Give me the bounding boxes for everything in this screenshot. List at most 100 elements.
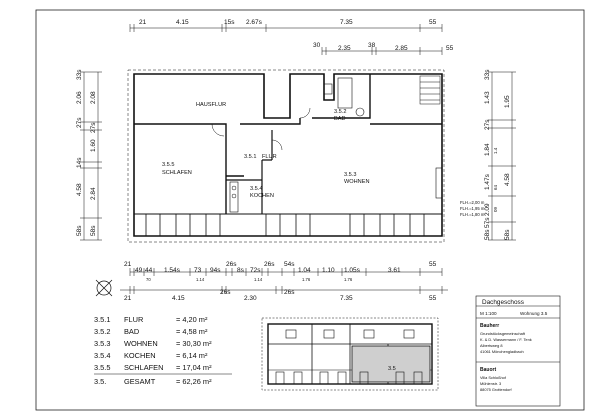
dim-bot2-4: 26s bbox=[284, 289, 295, 296]
legend-value-3: = 6,14 m² bbox=[176, 351, 208, 360]
dim-bot1-14: 3.61 bbox=[388, 267, 401, 274]
dim-right-c: 1.95 bbox=[504, 95, 511, 108]
dim-right-h: 1.47s bbox=[484, 173, 491, 190]
legend-value-5: = 62,26 m² bbox=[176, 377, 212, 386]
bauort-line-0: Villa Schloßhof bbox=[480, 375, 507, 380]
dim-right-m: 58s bbox=[484, 229, 491, 240]
key-plan bbox=[261, 317, 439, 391]
dim-bot1-6: 26s bbox=[226, 261, 237, 268]
wall-bedroom bbox=[225, 130, 244, 214]
wall-flur-bath bbox=[240, 74, 371, 125]
legend-name-0: FLUR bbox=[124, 315, 143, 324]
dim-top2-e: 55 bbox=[446, 45, 454, 52]
bauherr-line-1: K. & D. Wassermann / F. Tenk bbox=[480, 337, 532, 342]
window-height-2: FLH.=1,95 m bbox=[460, 206, 485, 211]
dim-bot1-5: 94s bbox=[210, 267, 221, 274]
dim-bot2-5: 7.35 bbox=[340, 295, 353, 302]
dim-top2-d: 2.85 bbox=[395, 45, 408, 52]
dim-bot2-1: 4.15 bbox=[172, 295, 185, 302]
dim-top1-f: 55 bbox=[429, 19, 437, 26]
kitchen-counter bbox=[229, 181, 239, 213]
dim-right-g: 4.58 bbox=[504, 173, 511, 186]
bauort-line-1: Mühlenstr. 3 bbox=[480, 381, 501, 386]
area-legend: 3.5.1 FLUR = 4,20 m² 3.5.2 BAD = 4,58 m²… bbox=[94, 315, 232, 386]
window-height-1: FLH.=2,00 m bbox=[460, 200, 485, 205]
bauherr-label: Bauherr bbox=[480, 323, 499, 329]
window-east bbox=[435, 167, 443, 199]
room-schlafen-code: 3.5.5 bbox=[162, 162, 174, 168]
dimension-chain-top-2 bbox=[321, 47, 443, 55]
room-schlafen-name: SCHLAFEN bbox=[162, 170, 192, 176]
dim-bot1-4: 73 bbox=[194, 267, 202, 274]
legend-value-2: = 30,30 m² bbox=[176, 339, 212, 348]
dim-right-b: 1.43 bbox=[484, 91, 491, 104]
legend-name-1: BAD bbox=[124, 327, 139, 336]
room-flur-name: FLUR bbox=[262, 154, 277, 160]
dim-right-l: 57s bbox=[484, 217, 491, 228]
legend-code-3: 3.5.4 bbox=[94, 351, 110, 360]
dim-right-k: 09 bbox=[493, 206, 498, 212]
title-block bbox=[475, 295, 561, 407]
bauort-label: Bauort bbox=[480, 367, 496, 373]
dim-top1-e: 7.35 bbox=[340, 19, 353, 26]
dim-left-d: 27s bbox=[76, 117, 83, 128]
dim-bot1-sub-1: 1.14 bbox=[196, 277, 205, 282]
wall-living bbox=[262, 130, 273, 161]
dim-right-f: 1.4 bbox=[493, 147, 498, 154]
dim-right-j: 2.09 bbox=[484, 203, 491, 216]
washbasin bbox=[323, 83, 333, 95]
wall-kitchen bbox=[226, 160, 263, 214]
dim-left-j: 58s bbox=[76, 225, 83, 236]
legend-name-2: WOHNEN bbox=[124, 339, 158, 348]
dim-top1-d: 2.67s bbox=[246, 19, 263, 26]
legend-code-1: 3.5.2 bbox=[94, 327, 110, 336]
north-arrow-icon bbox=[95, 279, 113, 297]
bauherr-line-3: 41061 Mönchengladbach bbox=[480, 349, 524, 354]
door-swing-living bbox=[271, 139, 283, 151]
dim-right-n: 58s bbox=[504, 229, 511, 240]
bauherr-line-2: Albertsweg 8 bbox=[480, 343, 503, 348]
roof-outline bbox=[127, 69, 445, 243]
legend-name-5: GESAMT bbox=[124, 377, 156, 386]
dim-bot1-0: 21 bbox=[124, 261, 132, 268]
door-swing-bedroom bbox=[211, 123, 225, 137]
bauherr-line-0: Grundstücksgemeinschaft bbox=[480, 331, 526, 336]
dim-bot1-sub-0: 70 bbox=[146, 277, 151, 282]
dim-right-a: 33s bbox=[484, 69, 491, 80]
dim-bot1-13: 1.05s bbox=[344, 267, 361, 274]
legend-value-4: = 17,04 m² bbox=[176, 363, 212, 372]
dim-left-c: 2.08 bbox=[90, 91, 97, 104]
dim-bot2-2: 26s bbox=[220, 289, 231, 296]
dim-left-f: 1.60 bbox=[90, 139, 97, 152]
door-swing-bath bbox=[299, 107, 311, 119]
dim-bot1-11: 1.04 bbox=[298, 267, 311, 274]
legend-code-0: 3.5.1 bbox=[94, 315, 110, 324]
dimension-chain-top-1 bbox=[129, 24, 443, 32]
wc bbox=[355, 107, 365, 117]
dim-bot1-sub-2: 1.14 bbox=[254, 277, 263, 282]
dim-top1-a: 21 bbox=[139, 19, 147, 26]
key-plan-label: 3.5 bbox=[388, 366, 396, 372]
dim-right-e: 1.84 bbox=[484, 143, 491, 156]
dim-top1-c: 15s bbox=[224, 19, 235, 26]
wall-hausflur bbox=[134, 123, 227, 130]
window-height-3: FLH.=1,80 m bbox=[460, 212, 485, 217]
dim-left-g: 14s bbox=[76, 157, 83, 168]
key-plan-highlight bbox=[351, 345, 431, 383]
staircase bbox=[419, 75, 441, 105]
dim-left-h: 4.58 bbox=[76, 183, 83, 196]
room-bad-code: 3.5.2 bbox=[334, 109, 346, 115]
title-block-scale: M 1:100 bbox=[480, 311, 497, 316]
dim-bot1-9: 26s bbox=[264, 261, 275, 268]
dim-left-i: 2.84 bbox=[90, 187, 97, 200]
dim-left-b: 2.06 bbox=[76, 91, 83, 104]
dim-bot2-3: 2.30 bbox=[244, 295, 257, 302]
legend-name-4: SCHLAFEN bbox=[124, 363, 163, 372]
dim-left-e: 27s bbox=[90, 122, 97, 133]
dim-bot1-10: 54s bbox=[284, 261, 295, 268]
room-wohnen-code: 3.5.3 bbox=[344, 172, 356, 178]
room-kochen-code: 3.5.4 bbox=[250, 186, 262, 192]
dim-bot1-3: 1.54s bbox=[164, 267, 181, 274]
legend-code-4: 3.5.5 bbox=[94, 363, 110, 372]
dim-bot1-8: 72s bbox=[250, 267, 261, 274]
